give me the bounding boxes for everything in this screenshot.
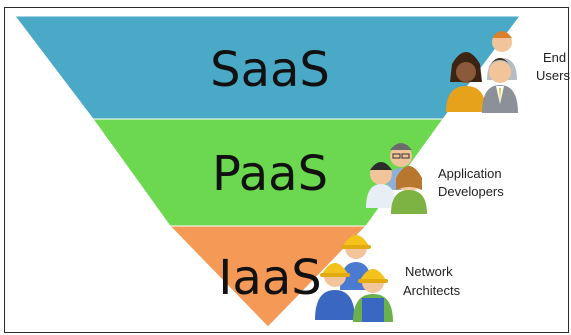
layer-paas-label: PaaS	[212, 146, 328, 202]
application-developers-label-line2: Developers	[438, 184, 504, 199]
application-developers-label-line1: Application	[438, 166, 502, 181]
layer-saas-label: SaaS	[210, 42, 330, 98]
layer-iaas-label: IaaS	[218, 250, 321, 306]
layer-iaas-band	[168, 225, 368, 328]
end-users-label-line2: Users	[536, 68, 570, 83]
end-users-label-line1: End	[543, 50, 566, 65]
business-people-icon	[446, 31, 518, 113]
network-architects-label-line1: Network	[405, 264, 453, 279]
construction-workers-icon	[315, 235, 393, 322]
developers-icon	[366, 143, 427, 214]
network-architects-label-line2: Architects	[403, 283, 461, 298]
